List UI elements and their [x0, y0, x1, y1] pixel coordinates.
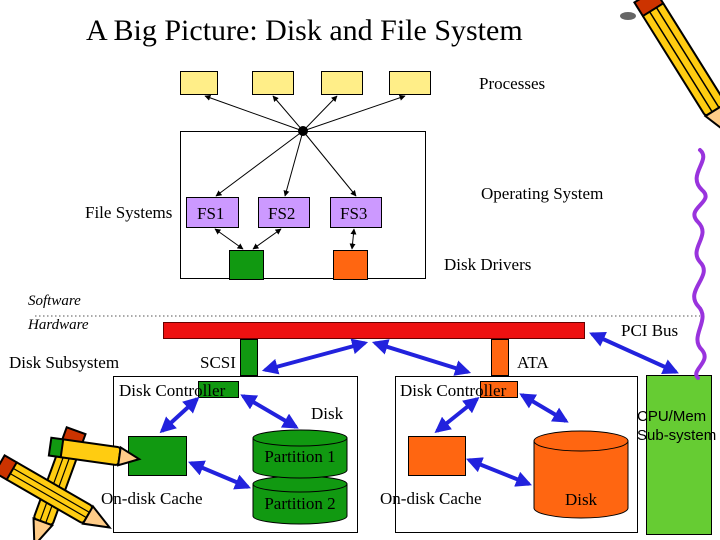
squiggle-wire-decoration	[692, 148, 708, 380]
software-label: Software	[28, 293, 81, 309]
ata-connector	[491, 339, 509, 376]
arrow-fs3-driver	[349, 228, 357, 250]
arrow-hub-process-4	[302, 94, 406, 132]
disk-subsystem-label: Disk Subsystem	[9, 353, 120, 372]
arrow-fs2-driver	[252, 228, 282, 250]
right-disk-label: Disk	[565, 490, 598, 509]
arrow-hub-fs3	[302, 130, 357, 197]
partition-1-label: Partition 1	[264, 447, 335, 466]
left-disk-controller-label: Disk Controller	[119, 381, 226, 400]
arrow-right-ctrl-cache	[434, 397, 480, 433]
left-disk-controller-box	[198, 381, 239, 398]
process-box-2	[252, 71, 294, 95]
pencil-clipart-bottom-3	[47, 436, 142, 467]
right-cache-box	[408, 436, 466, 476]
hardware-label: Hardware	[28, 317, 89, 333]
arrow-scsi-left-controller	[261, 338, 369, 375]
scsi-connector	[240, 339, 258, 376]
left-cache-box	[128, 436, 187, 476]
process-box-1	[180, 71, 218, 95]
fs3-label: FS3	[340, 204, 368, 223]
arrow-left-ctrl-disk	[240, 394, 299, 429]
arrow-pci-cpu	[589, 331, 679, 375]
slide-title: A Big Picture: Disk and File System	[86, 14, 523, 47]
arrow-right-ctrl-disk	[519, 393, 569, 423]
arrow-right-cache-disk	[466, 457, 532, 487]
arrow-hub-fs1	[215, 130, 304, 197]
left-disk-label: Disk	[311, 404, 344, 423]
fs3-box: FS3	[330, 197, 382, 228]
fs1-label: FS1	[197, 204, 225, 223]
disk-driver-orange	[333, 250, 368, 280]
arrow-pci-ata	[371, 339, 472, 376]
partition-2-label: Partition 2	[264, 494, 335, 513]
arrow-left-ctrl-cache	[159, 396, 200, 434]
right-disk-subsystem-box	[395, 376, 638, 533]
pencil-clipart-top	[633, 0, 720, 140]
right-disk-controller-box	[480, 381, 518, 398]
arrow-left-cache-disk	[188, 460, 251, 490]
arrow-hub-process-1	[204, 94, 304, 132]
pencil-clipart-bottom-2	[0, 453, 112, 529]
arrow-fs1-driver	[214, 228, 244, 250]
arrow-hub-process-2	[272, 95, 304, 132]
left-cache-label: On-disk Cache	[101, 489, 203, 508]
fs1-box: FS1	[186, 197, 239, 228]
process-box-3	[321, 71, 363, 95]
left-disk-cylinder: Partition 1 Partition 2	[252, 429, 348, 525]
disk-drivers-label: Disk Drivers	[444, 255, 532, 274]
right-cache-label: On-disk Cache	[380, 489, 482, 508]
file-systems-label: File Systems	[85, 203, 173, 222]
right-disk-cylinder: Disk	[533, 430, 629, 519]
arrow-hub-process-3	[302, 95, 338, 132]
disk-driver-green	[229, 250, 264, 280]
fs2-label: FS2	[268, 204, 296, 223]
scsi-label: SCSI	[200, 353, 236, 372]
cpu-mem-subsystem-box	[646, 375, 712, 535]
ata-label: ATA	[517, 353, 549, 372]
operating-system-label: Operating System	[481, 184, 604, 203]
fs2-box: FS2	[258, 197, 310, 228]
cpu-mem-label: CPU/Mem Sub-system	[637, 408, 717, 444]
arrow-hub-fs2	[283, 130, 304, 197]
pci-bus-bar	[163, 322, 585, 339]
right-disk-controller-label: Disk Controller	[400, 381, 507, 400]
processes-label: Processes	[479, 74, 546, 93]
process-box-4	[389, 71, 431, 95]
